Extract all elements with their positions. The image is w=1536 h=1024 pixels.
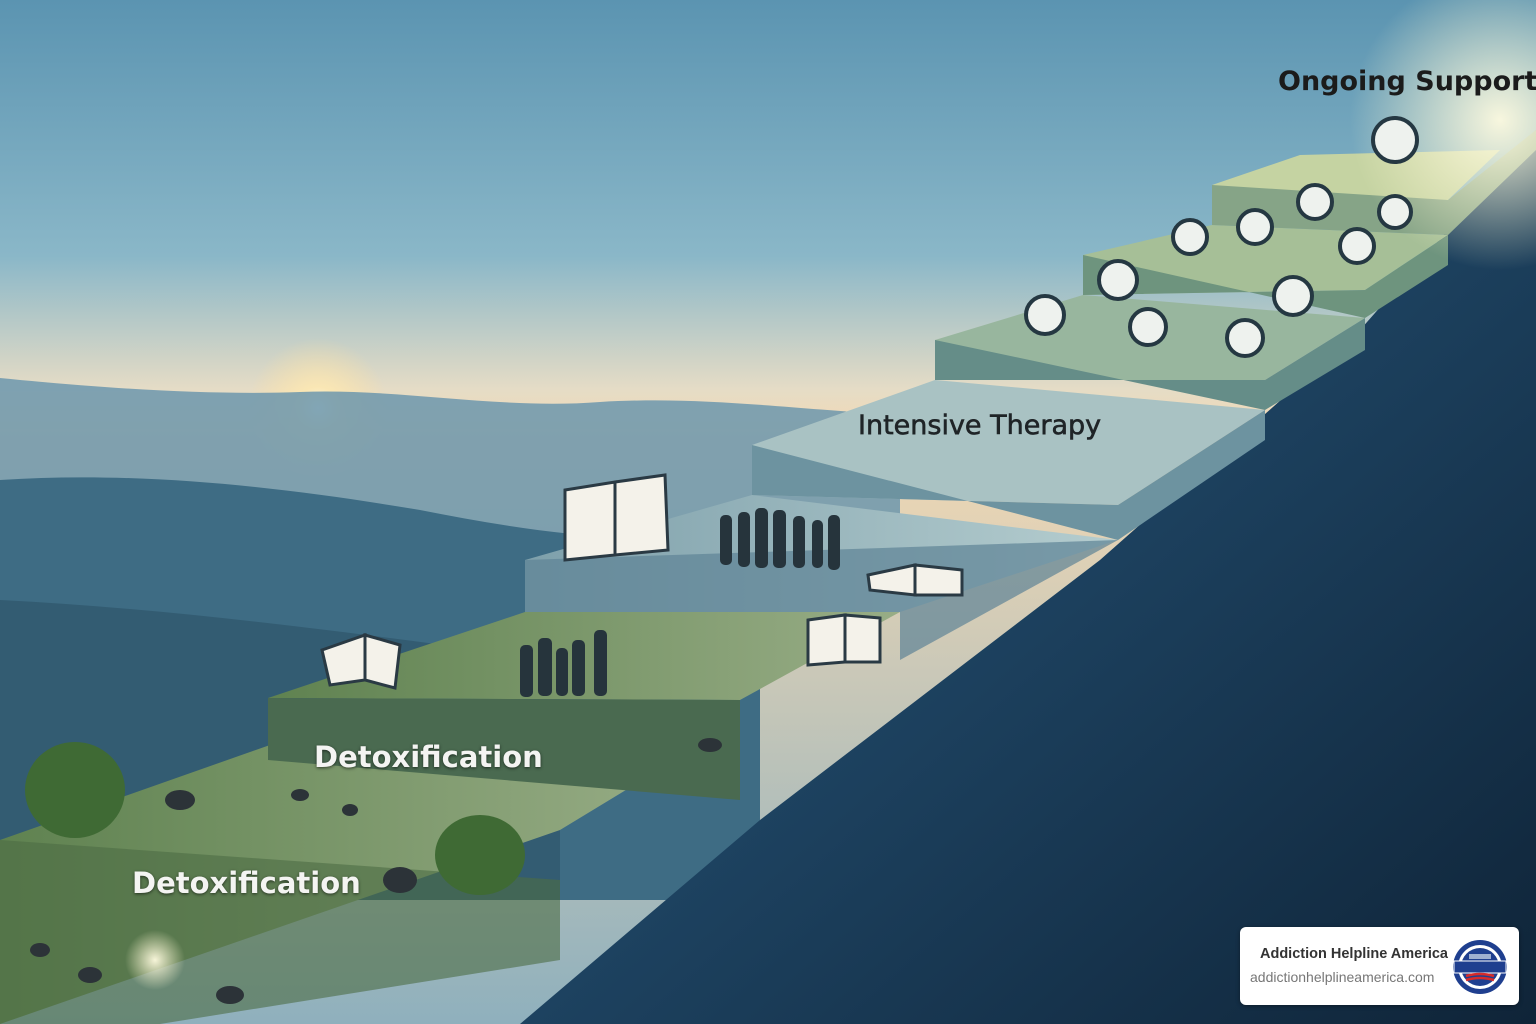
- step-6-front: [1083, 235, 1448, 318]
- book-icons: [320, 473, 964, 690]
- step-5-front: [935, 318, 1365, 410]
- brand-url[interactable]: addictionhelplineamerica.com: [1250, 969, 1435, 985]
- stage-label-ongoing-support: Ongoing Support: [1278, 66, 1536, 97]
- brand-name: Addiction Helpline America: [1260, 946, 1448, 962]
- stage-label-detoxification-lower: Detoxification: [132, 866, 361, 900]
- step-2-front: [268, 698, 740, 800]
- step-4-front: [752, 410, 1265, 540]
- rocks: [30, 738, 722, 1004]
- people-silhouettes: [520, 508, 840, 697]
- brand-badge[interactable]: Addiction Helpline America addictionhelp…: [1240, 927, 1519, 1005]
- stage-label-intensive-therapy: Intensive Therapy: [858, 410, 1102, 442]
- path-light: [125, 930, 185, 990]
- stage-label-detoxification-upper: Detoxification: [314, 740, 543, 774]
- step-3-front: [525, 540, 1118, 660]
- cliff: [520, 130, 1536, 1024]
- helpline-seal-logo: [1453, 940, 1507, 994]
- step-4-top: [752, 380, 1265, 505]
- bushes: [25, 742, 525, 895]
- support-icons: [1024, 116, 1419, 358]
